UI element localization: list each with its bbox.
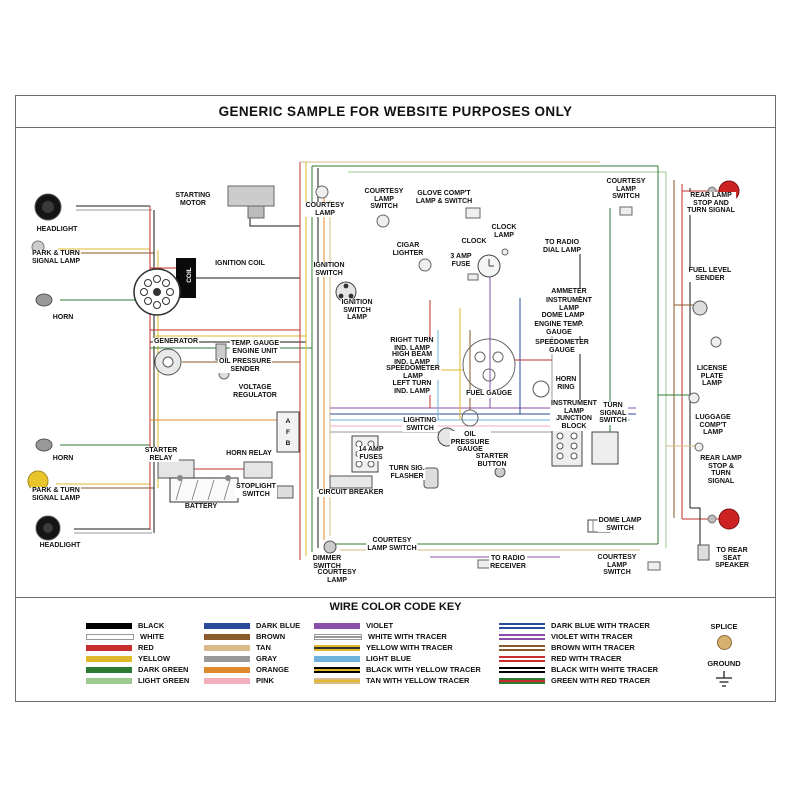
color-swatch xyxy=(499,622,545,629)
diagram-frame: GENERIC SAMPLE FOR WEBSITE PURPOSES ONLY… xyxy=(15,95,776,702)
legend-entry: YELLOW xyxy=(86,654,189,663)
legend-entry-label: DARK BLUE WITH TRACER xyxy=(551,621,650,630)
legend-entry-label: BROWN WITH TRACER xyxy=(551,643,635,652)
legend-title: WIRE COLOR CODE KEY xyxy=(329,601,462,613)
color-swatch xyxy=(499,644,545,651)
legend-entry-label: DARK GREEN xyxy=(138,665,189,674)
legend-entry: BROWN WITH TRACER xyxy=(499,643,658,652)
legend-entry: DARK BLUE xyxy=(204,621,301,630)
color-swatch xyxy=(86,655,132,662)
ground-label: GROUND xyxy=(707,659,741,668)
color-swatch xyxy=(86,644,132,651)
legend-entry: PINK xyxy=(204,676,300,685)
legend-entry: WHITE xyxy=(86,632,189,641)
legend-entry-label: DARK BLUE xyxy=(256,621,301,630)
legend-column: DARK BLUE WITH TRACER VIOLET WITH TRACER B… xyxy=(499,621,659,685)
color-swatch xyxy=(86,622,132,629)
ground-icon xyxy=(716,671,732,687)
color-swatch xyxy=(204,655,250,662)
color-swatch xyxy=(314,666,360,673)
color-swatch xyxy=(86,633,134,640)
legend-entry-label: VIOLET xyxy=(366,621,394,630)
legend-column: BLACK WHITE RED YELLOW DARK GREEN LIGHT GREEN xyxy=(86,621,190,685)
legend-entry: DARK BLUE WITH TRACER xyxy=(499,621,658,630)
color-swatch xyxy=(314,677,360,684)
legend-entry: BLACK WITH YELLOW TRACER xyxy=(314,665,481,674)
legend-entry: TAN WITH YELLOW TRACER xyxy=(314,676,481,685)
color-swatch xyxy=(86,677,132,684)
legend-entry-label: YELLOW WITH TRACER xyxy=(366,643,453,652)
legend-column: DARK BLUE BROWN TAN GRAY ORANGE PINK xyxy=(204,621,301,685)
legend-entry: LIGHT BLUE xyxy=(314,654,481,663)
legend-entry-label: PINK xyxy=(256,676,274,685)
legend-entry: BROWN xyxy=(204,632,300,641)
color-swatch xyxy=(499,655,545,662)
legend-column: VIOLET WHITE WITH TRACER YELLOW WITH TRACE… xyxy=(314,621,481,685)
color-swatch xyxy=(499,666,545,673)
legend-entry-label: ORANGE xyxy=(256,665,289,674)
legend-entry: YELLOW WITH TRACER xyxy=(314,643,481,652)
legend-entry-label: BROWN xyxy=(256,632,286,641)
legend-entry-label: GRAY xyxy=(256,654,277,663)
legend-entry: WHITE WITH TRACER xyxy=(314,632,481,641)
color-swatch xyxy=(204,677,250,684)
legend-entry-label: TAN xyxy=(256,643,271,652)
legend-entry-label: BLACK WITH YELLOW TRACER xyxy=(366,665,481,674)
color-swatch xyxy=(314,633,362,640)
legend-entry-label: YELLOW xyxy=(138,654,171,663)
legend-entry: RED WITH TRACER xyxy=(499,654,658,663)
legend-entry-label: WHITE xyxy=(140,632,165,641)
color-swatch xyxy=(204,633,250,640)
legend-entry: ORANGE xyxy=(204,665,300,674)
legend-entry: VIOLET xyxy=(314,621,481,630)
color-swatch xyxy=(499,633,545,640)
color-swatch xyxy=(314,644,360,651)
color-swatch xyxy=(204,666,250,673)
legend-entry-label: RED xyxy=(138,643,154,652)
legend-entry-label: BLACK WITH WHITE TRACER xyxy=(551,665,659,674)
color-swatch xyxy=(314,622,360,629)
legend-splice-ground: SPLICE GROUND xyxy=(678,622,770,688)
legend-entry: BLACK WITH WHITE TRACER xyxy=(499,665,659,674)
legend-entry-label: LIGHT GREEN xyxy=(138,676,190,685)
legend-entry: GRAY xyxy=(204,654,300,663)
wire-color-key: WIRE COLOR CODE KEY BLACK WHITE RED YELLOW D… xyxy=(16,597,775,701)
legend-entry-label: RED WITH TRACER xyxy=(551,654,622,663)
legend-entry: LIGHT GREEN xyxy=(86,676,190,685)
splice-label: SPLICE xyxy=(710,622,738,631)
legend-entry: BLACK xyxy=(86,621,189,630)
splice-icon xyxy=(716,635,732,650)
legend-entry: DARK GREEN xyxy=(86,665,189,674)
color-swatch xyxy=(314,655,360,662)
legend-entry-label: VIOLET WITH TRACER xyxy=(551,632,633,641)
color-swatch xyxy=(86,666,132,673)
legend-entry: TAN xyxy=(204,643,300,652)
color-swatch xyxy=(499,677,545,684)
legend-entry: VIOLET WITH TRACER xyxy=(499,632,658,641)
legend-entry-label: BLACK xyxy=(138,621,165,630)
legend-entry: GREEN WITH RED TRACER xyxy=(499,676,658,685)
color-swatch xyxy=(204,644,250,651)
color-swatch xyxy=(204,622,250,629)
page-title: GENERIC SAMPLE FOR WEBSITE PURPOSES ONLY xyxy=(16,96,775,128)
legend-entry-label: WHITE WITH TRACER xyxy=(368,632,447,641)
legend-entry-label: TAN WITH YELLOW TRACER xyxy=(366,676,470,685)
legend-entry: RED xyxy=(86,643,189,652)
legend-entry-label: LIGHT BLUE xyxy=(366,654,411,663)
legend-entry-label: GREEN WITH RED TRACER xyxy=(551,676,651,685)
